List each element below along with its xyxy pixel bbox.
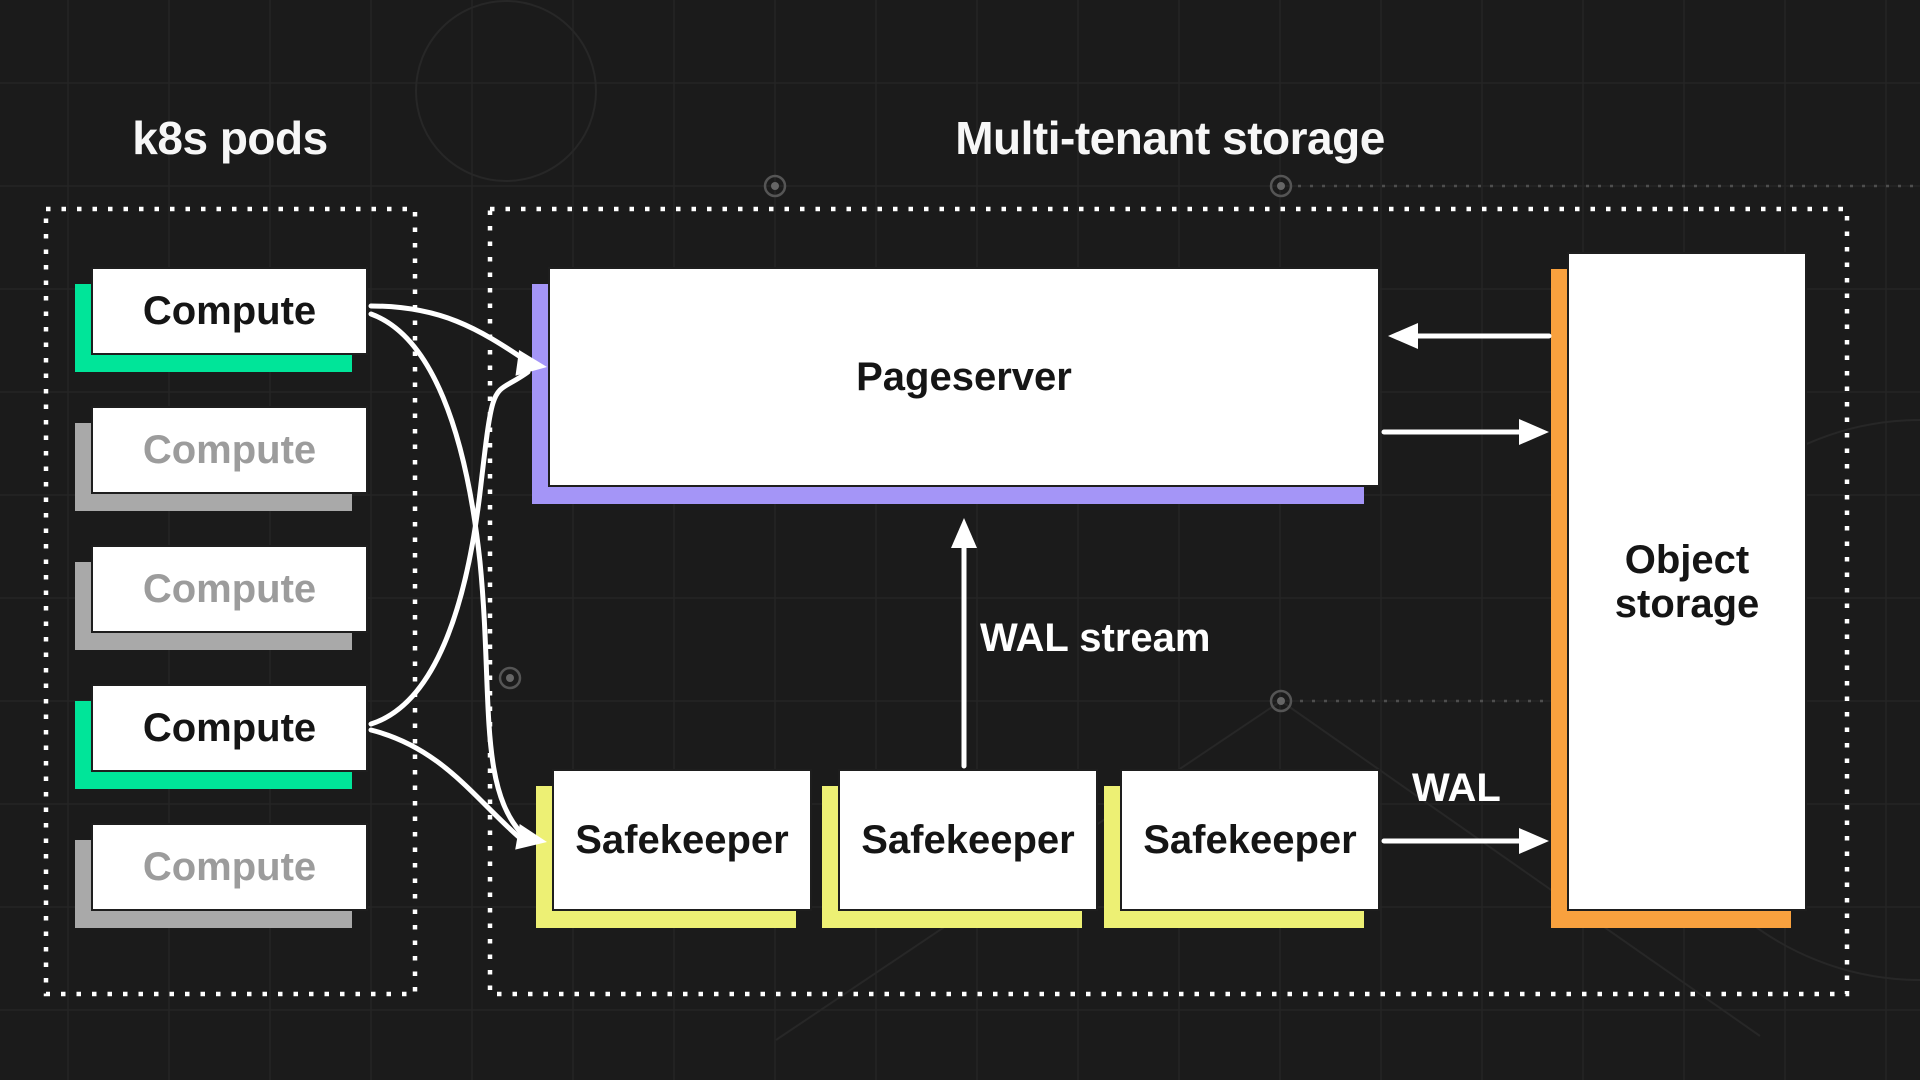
object-storage-label: Object storage xyxy=(1614,537,1760,626)
compute-node-1: Compute xyxy=(75,267,368,372)
safekeeper-label: Safekeeper xyxy=(861,818,1075,862)
wal-stream-label: WAL stream xyxy=(980,616,1211,660)
safekeeper-label: Safekeeper xyxy=(575,818,789,862)
compute-label: Compute xyxy=(142,289,317,333)
compute-node-2: Compute xyxy=(75,406,368,511)
decor-diagonal xyxy=(1280,700,1761,1037)
compute-label: Compute xyxy=(142,706,317,750)
multi-tenant-storage-title: Multi-tenant storage xyxy=(955,112,1385,164)
pageserver-label: Pageserver xyxy=(856,355,1072,399)
safekeeper-node-1: Safekeeper xyxy=(536,769,812,928)
wal-label: WAL xyxy=(1412,766,1501,810)
compute-node-3: Compute xyxy=(75,545,368,650)
safekeeper-label: Safekeeper xyxy=(1143,818,1357,862)
compute-label: Compute xyxy=(142,567,317,611)
object-storage-node: Object storage xyxy=(1551,252,1807,928)
k8s-pods-title: k8s pods xyxy=(132,112,328,164)
decor-circle-top xyxy=(415,0,597,182)
safekeeper-node-2: Safekeeper xyxy=(822,769,1098,928)
pageserver-node: Pageserver xyxy=(532,267,1380,504)
compute-label: Compute xyxy=(142,845,317,889)
compute-label: Compute xyxy=(142,428,317,472)
safekeeper-node-3: Safekeeper xyxy=(1104,769,1380,928)
compute-node-5: Compute xyxy=(75,823,368,928)
compute-node-4: Compute xyxy=(75,684,368,789)
